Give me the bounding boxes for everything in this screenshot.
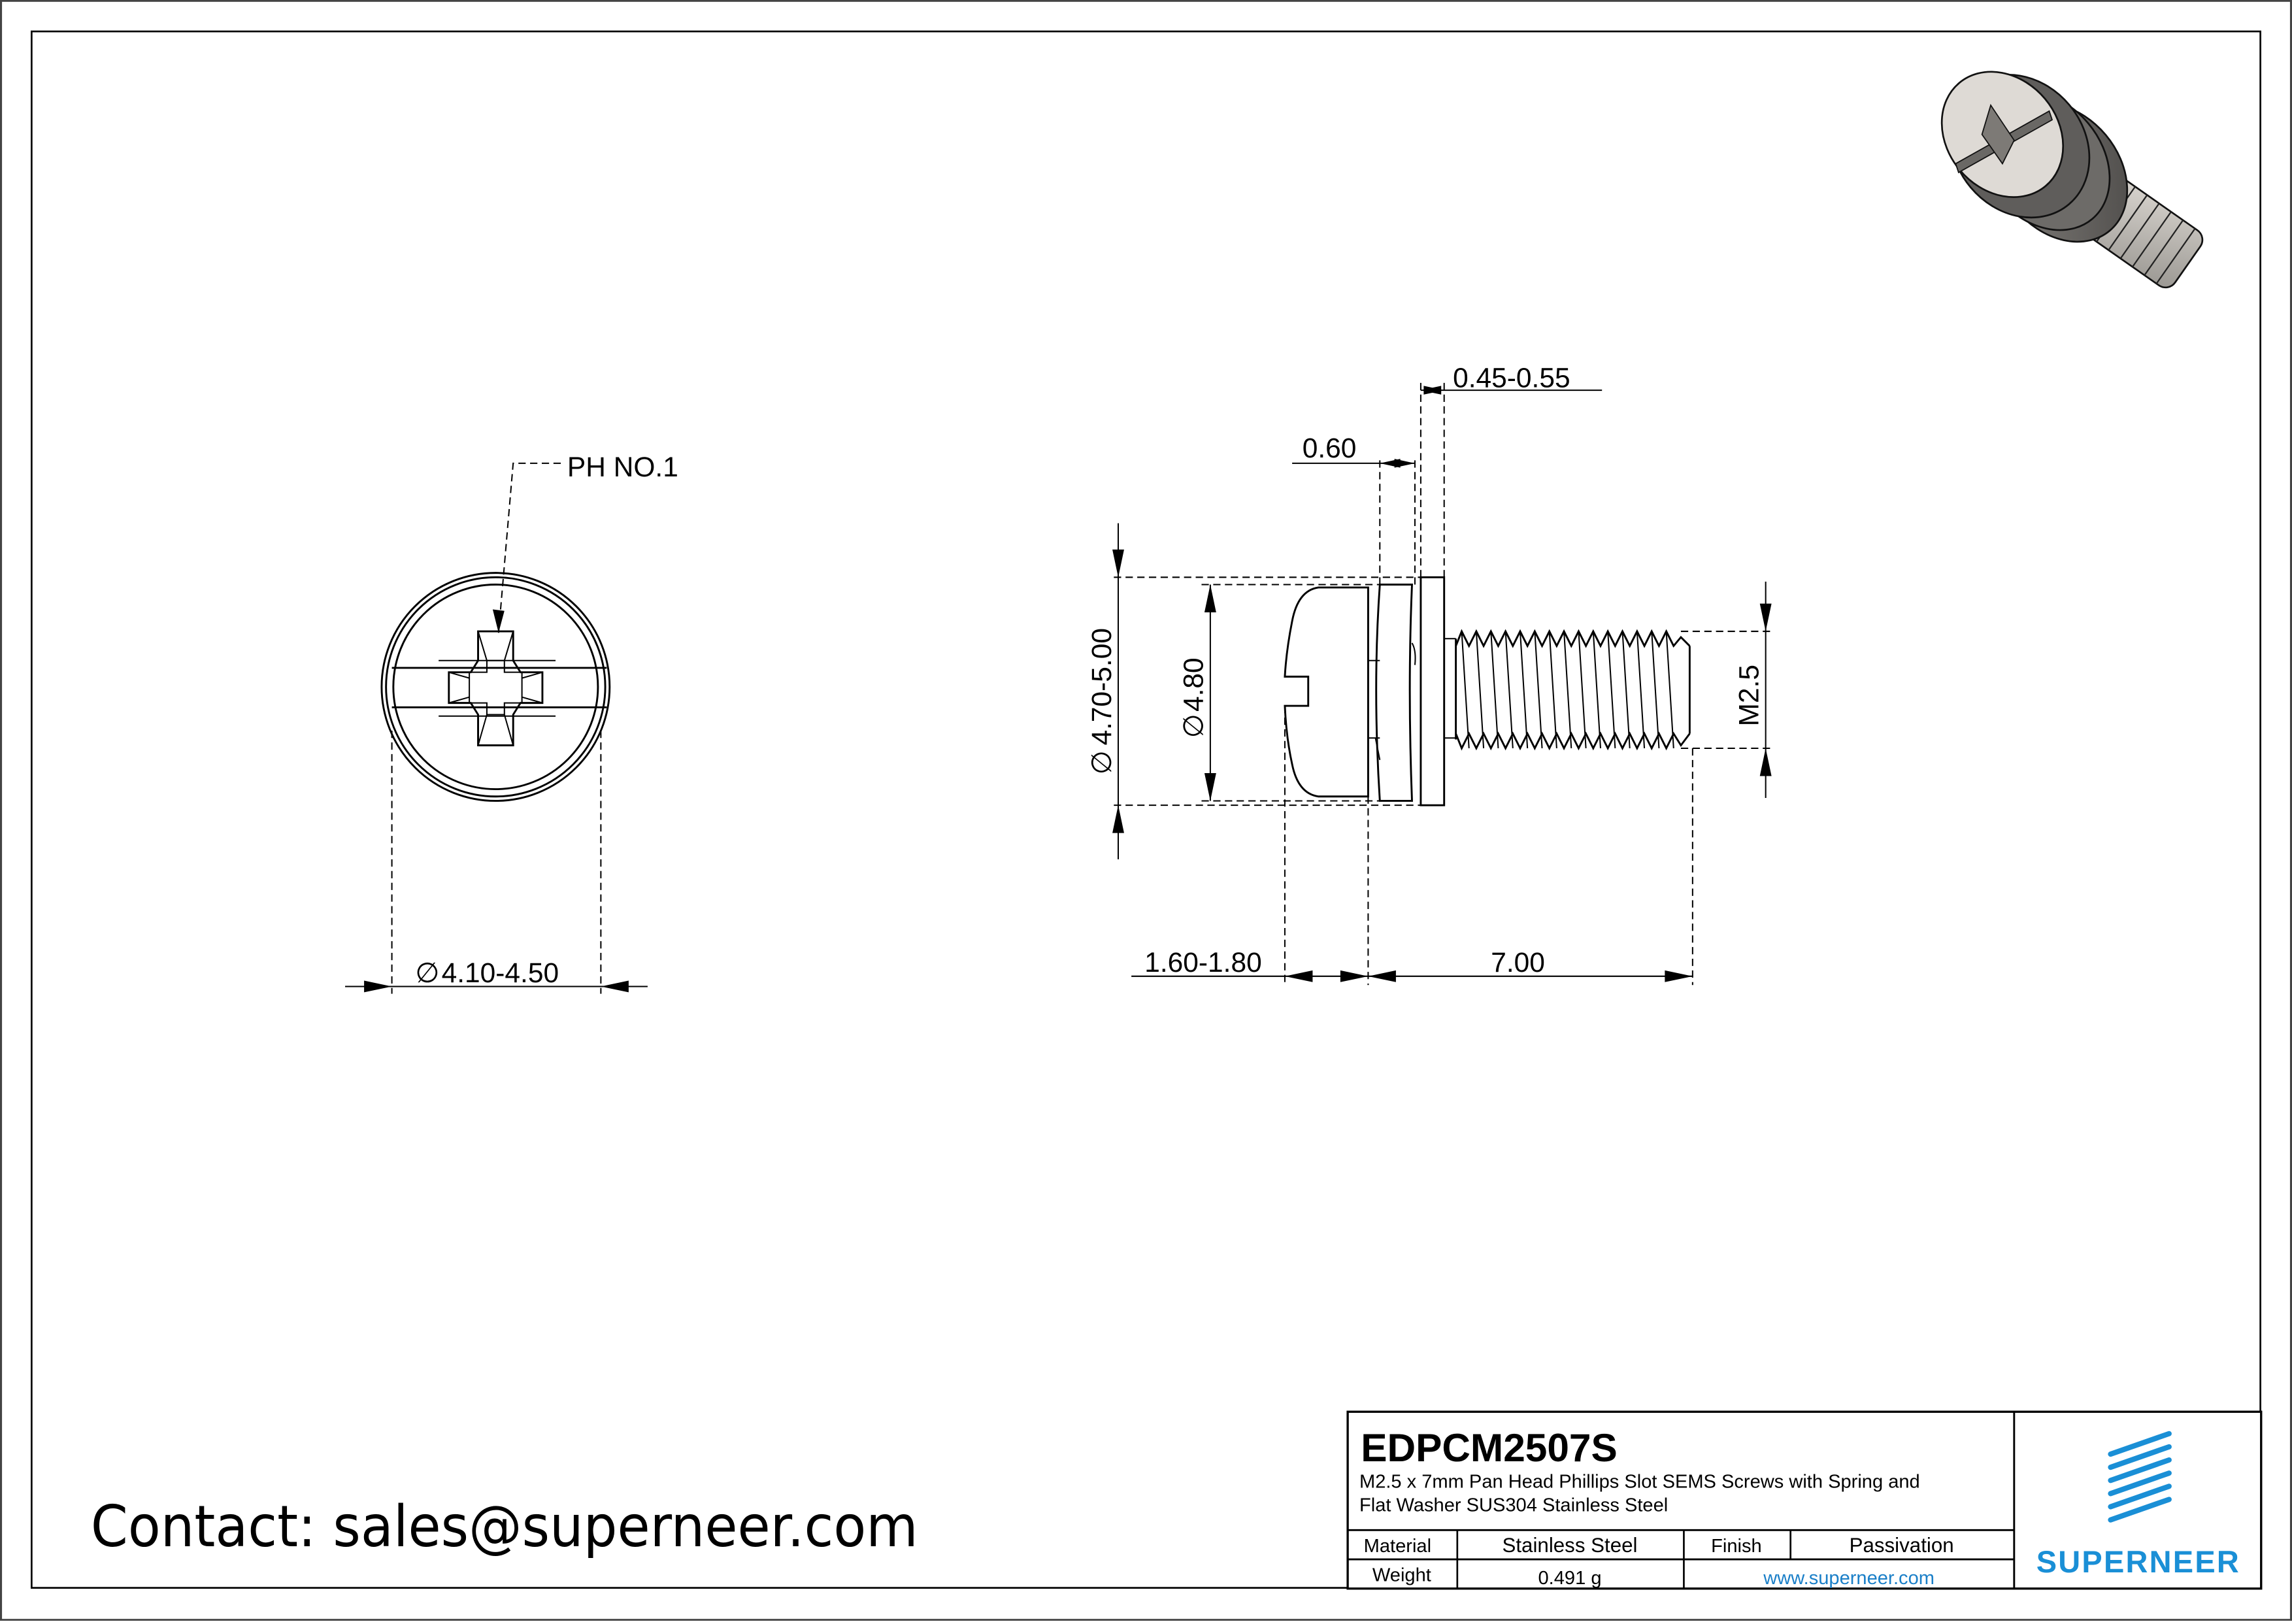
part-number: EDPCM2507S (1361, 1425, 1618, 1470)
thread (1455, 629, 1691, 751)
material-value: Stainless Steel (1502, 1534, 1637, 1557)
dim-spring-washer-thickness: 0.60 (1303, 433, 1357, 464)
isometric-screw-image (1940, 71, 2204, 289)
title-block: EDPCM2507S M2.5 x 7mm Pan Head Phillips … (1346, 1410, 2263, 1590)
side-view: 0.45-0.55 0.60 ∅ 4.70-5.00 ∅ 4.80 M2.5 (1087, 363, 1773, 986)
website-link[interactable]: www.superneer.com (1763, 1568, 1935, 1589)
inner-frame (31, 30, 2261, 1589)
front-view: PH NO.1 ∅ 4.10-4.50 (345, 452, 678, 994)
description-line-2: Flat Washer SUS304 Stainless Steel (1359, 1495, 1668, 1516)
contact-text: Contact: sales@superneer.com (91, 1493, 918, 1560)
dim-washer-od-symbol: ∅ (1087, 750, 1118, 774)
front-diameter-dim: 4.10-4.50 (442, 958, 559, 989)
dim-flat-washer-thickness: 0.45-0.55 (1453, 363, 1570, 394)
front-diameter-symbol: ∅ (415, 958, 439, 989)
material-label: Material (1364, 1536, 1431, 1557)
dim-length: 7.00 (1491, 948, 1545, 978)
brand-name: SUPERNEER (2036, 1544, 2240, 1579)
superneer-logo-icon (2108, 1431, 2172, 1523)
dim-head-diameter: 4.80 (1179, 657, 1210, 712)
dim-thread-size: M2.5 (1734, 665, 1765, 726)
phillips-callout-label: PH NO.1 (567, 452, 678, 483)
finish-value: Passivation (1850, 1534, 1954, 1557)
dim-head-diameter-symbol: ∅ (1179, 714, 1210, 738)
weight-value: 0.491 g (1538, 1568, 1602, 1589)
finish-label: Finish (1711, 1536, 1762, 1557)
dim-washer-od: 4.70-5.00 (1087, 628, 1118, 745)
dim-head-height: 1.60-1.80 (1144, 948, 1261, 978)
description-line-1: M2.5 x 7mm Pan Head Phillips Slot SEMS S… (1359, 1472, 1920, 1493)
weight-label: Weight (1372, 1565, 1431, 1586)
